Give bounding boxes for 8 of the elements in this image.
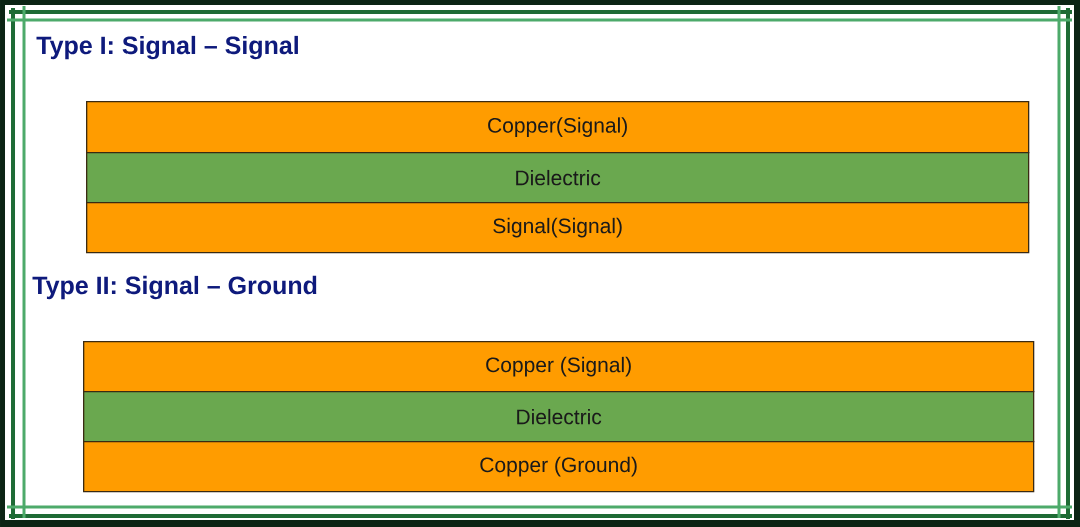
layer-band: Signal(Signal)	[86, 202, 1030, 254]
heading: Type I: Signal – Signal	[36, 35, 298, 60]
layer-band: Copper(Signal)	[86, 101, 1030, 154]
layer-band: Copper (Ground)	[83, 441, 1035, 493]
layer-band: Copper (Signal)	[83, 341, 1035, 393]
layer-band: Dielectric	[83, 391, 1035, 443]
layer-band: Dielectric	[86, 152, 1030, 204]
heading: Type II: Signal – Ground	[32, 275, 317, 300]
